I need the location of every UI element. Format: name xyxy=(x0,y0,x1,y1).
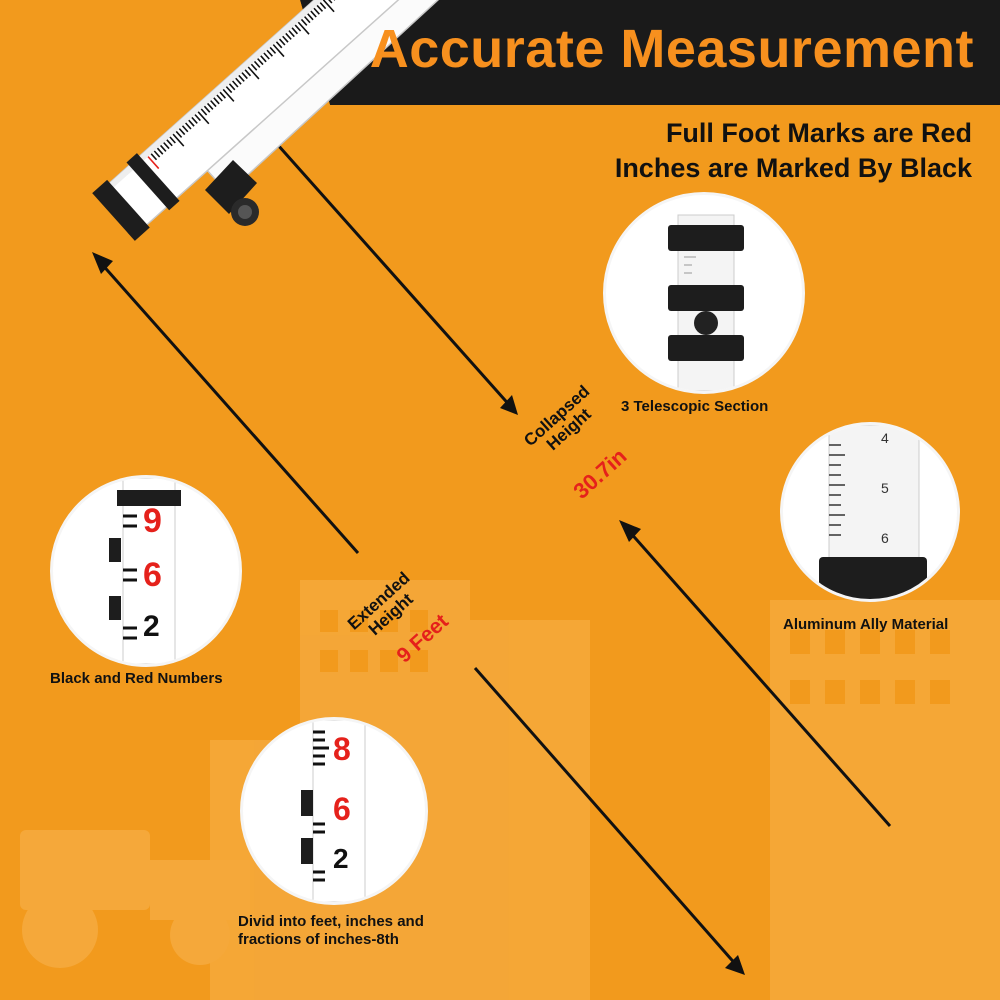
ruler-tick xyxy=(253,60,261,68)
svg-text:4: 4 xyxy=(881,430,889,446)
ruler-tick xyxy=(216,94,223,102)
ruler-tick xyxy=(238,74,245,82)
svg-text:6: 6 xyxy=(881,530,889,546)
ruler-tick xyxy=(200,108,208,116)
ruler-tick xyxy=(228,83,236,91)
telescopic-detail-circle xyxy=(603,192,805,394)
ruler-tick xyxy=(282,35,289,43)
fractions-caption-line1: Divid into feet, inches and xyxy=(238,913,424,930)
ruler-tick xyxy=(241,72,248,80)
ruler-tick xyxy=(159,144,167,152)
ruler-tick xyxy=(178,128,186,136)
ruler-tick xyxy=(266,49,273,57)
ruler-tick xyxy=(185,122,192,130)
ruler-tick xyxy=(225,86,233,94)
ruler-tick xyxy=(300,18,308,26)
ruler-tick xyxy=(260,55,267,63)
ruler-tick xyxy=(147,156,160,170)
ruler-tick xyxy=(322,0,335,13)
ruler-tick xyxy=(219,91,227,99)
ruler-tick xyxy=(250,63,258,71)
ruler-tick xyxy=(188,119,195,127)
material-caption: Aluminum Ally Material xyxy=(783,616,949,633)
ruler-tick xyxy=(316,4,324,12)
subtitle-line1: Full Foot Marks are Red xyxy=(665,118,972,148)
numbers-detail-circle: 9 6 2 xyxy=(50,475,242,667)
telescopic-caption: 3 Telescopic Section xyxy=(621,398,769,415)
ruler-tick xyxy=(297,21,310,35)
svg-text:2: 2 xyxy=(333,843,349,874)
ruler-tick xyxy=(310,10,317,18)
ruler-tick xyxy=(304,16,311,24)
ruler-tick xyxy=(191,116,198,124)
ruler-tick xyxy=(203,105,211,113)
svg-text:6: 6 xyxy=(333,791,351,827)
ruler-tick xyxy=(222,88,235,102)
ruler-tick xyxy=(272,44,285,58)
ruler-tick xyxy=(175,130,183,138)
ruler-tick xyxy=(263,52,270,60)
ruler-tick xyxy=(244,69,252,77)
ruler-tick xyxy=(291,27,299,35)
svg-text:2: 2 xyxy=(143,610,160,643)
ruler-tick xyxy=(210,100,217,108)
ruler-tick xyxy=(150,153,158,161)
ruler-tick xyxy=(307,13,314,21)
ruler-tick xyxy=(206,102,214,110)
ruler-tick xyxy=(235,77,242,85)
material-detail-art: 4 5 6 xyxy=(819,425,927,599)
svg-text:5: 5 xyxy=(881,480,889,496)
material-detail-circle: 4 5 6 xyxy=(780,422,960,602)
ruler-tick xyxy=(172,133,185,147)
fractions-caption-line2: fractions of inches-8th xyxy=(238,931,399,948)
ruler-tick xyxy=(181,125,189,133)
ruler-tick xyxy=(319,2,327,10)
ruler-tick xyxy=(153,150,161,158)
svg-text:8: 8 xyxy=(333,731,351,767)
numbers-detail-art: 9 6 2 xyxy=(109,478,181,664)
fractions-detail-circle: 8 6 2 xyxy=(240,717,428,905)
page-title: Accurate Measurement xyxy=(369,19,974,79)
ruler-tick xyxy=(269,46,277,54)
ruler-tick xyxy=(313,7,320,15)
ruler-tick xyxy=(197,111,210,125)
fractions-detail-art: 8 6 2 xyxy=(301,720,366,902)
ruler-tick xyxy=(232,80,239,88)
telescopic-detail-art xyxy=(668,214,744,391)
ruler-tick xyxy=(285,32,292,40)
numbers-caption: Black and Red Numbers xyxy=(50,670,223,687)
ruler-tick xyxy=(294,24,302,32)
ruler-tick xyxy=(288,30,295,38)
ruler-tick xyxy=(278,38,286,46)
subtitle-line2: Inches are Marked By Black xyxy=(614,153,972,183)
ruler-tick xyxy=(325,0,333,4)
svg-text:9: 9 xyxy=(143,502,162,540)
ruler-tick xyxy=(163,142,170,150)
ruler-tick xyxy=(166,139,173,147)
ruler-tick xyxy=(257,58,264,66)
svg-text:6: 6 xyxy=(143,556,162,594)
ruler-tick xyxy=(247,66,260,80)
ruler-tick xyxy=(194,114,201,122)
ruler-tick xyxy=(169,136,176,144)
ruler-tick xyxy=(275,41,283,49)
ruler-tick xyxy=(156,147,164,155)
ruler-tick xyxy=(213,97,220,105)
